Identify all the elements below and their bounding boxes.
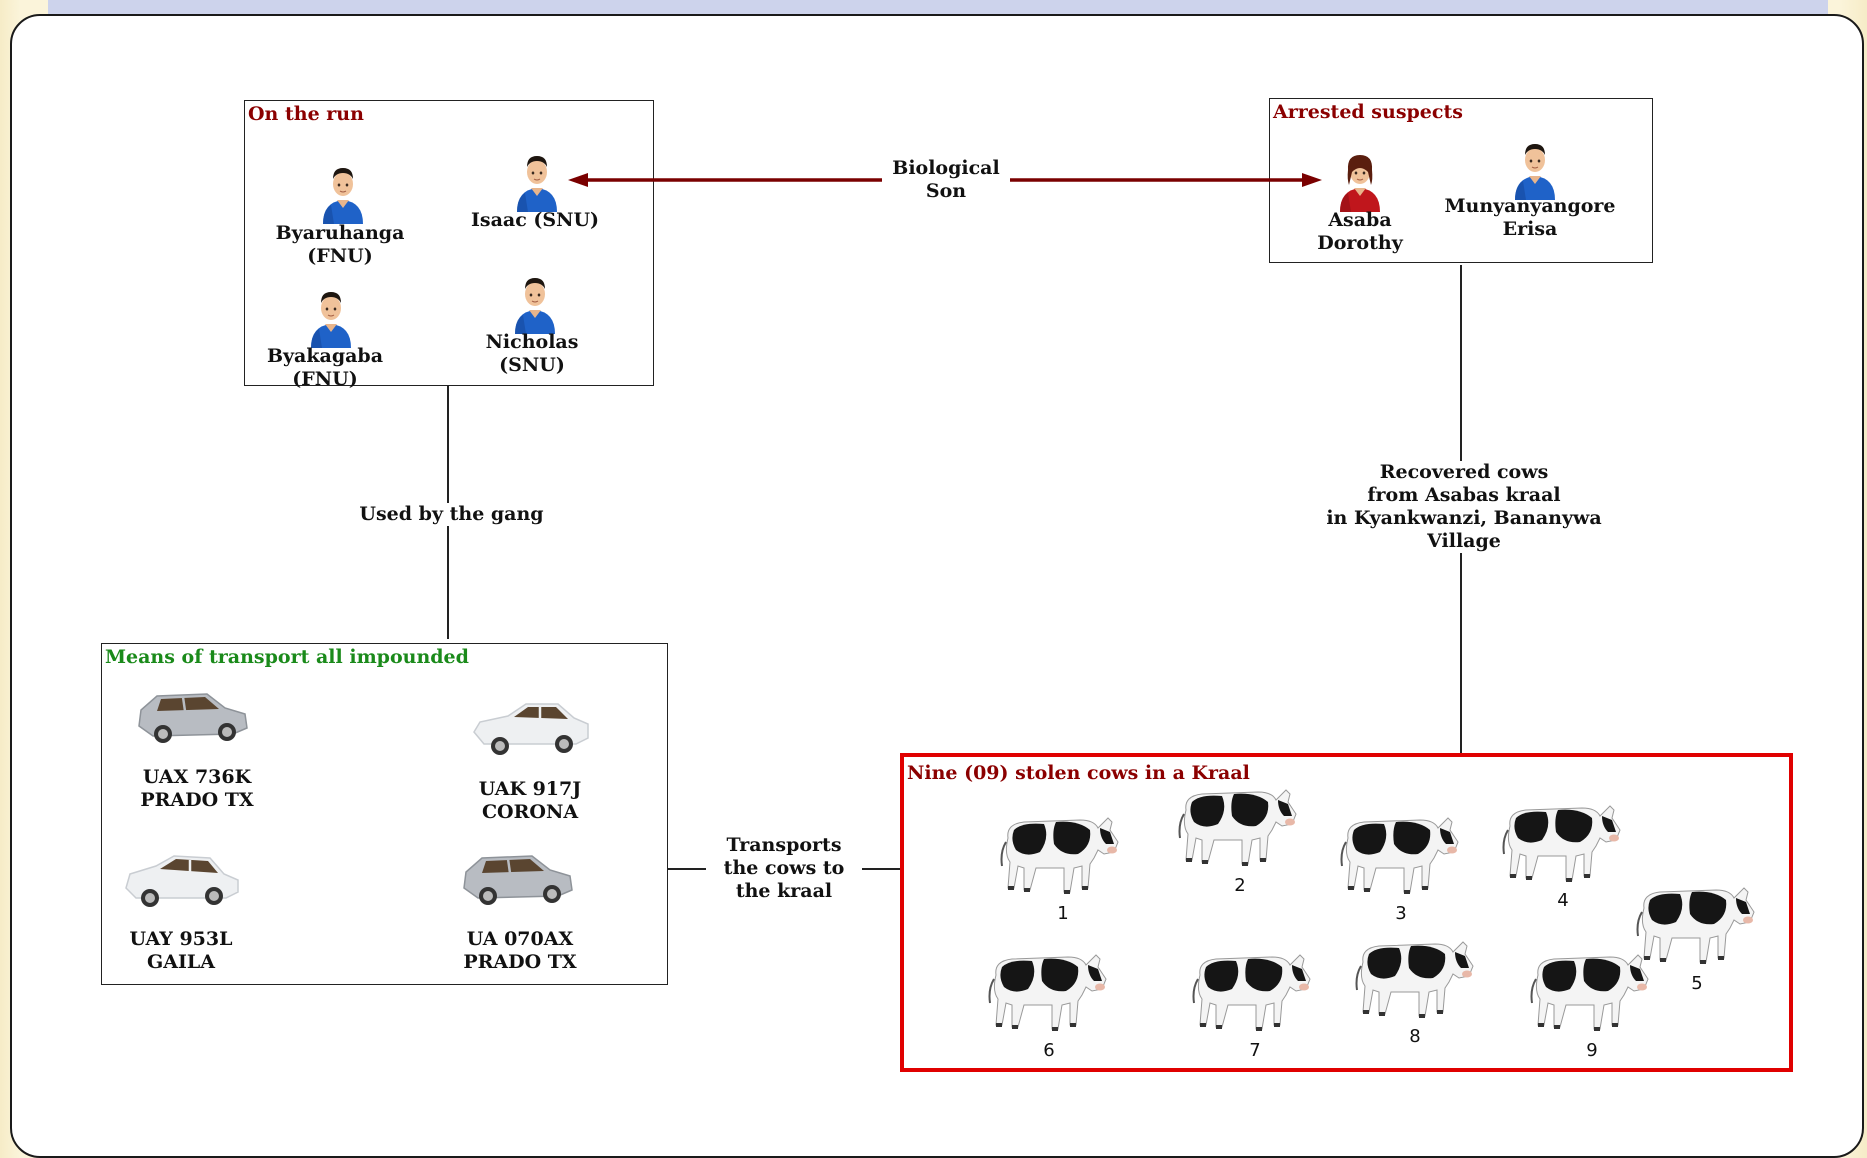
hatchback-icon: [120, 842, 242, 912]
cow-icon: [988, 945, 1110, 1039]
suv-icon: [133, 678, 255, 748]
person-name-nicholas: Nicholas (SNU): [485, 331, 579, 376]
biological-son-label: Biological Son: [882, 157, 1010, 203]
used-by-gang-label: Used by the gang: [340, 503, 563, 526]
cow-icon: [1340, 808, 1462, 902]
cow-number: 4: [1557, 890, 1569, 911]
cow-number: 3: [1395, 903, 1407, 924]
sedan-icon: [470, 690, 592, 760]
cow-icon: [1530, 945, 1652, 1039]
on-the-run-title: On the run: [248, 103, 364, 125]
kraal-title: Nine (09) stolen cows in a Kraal: [907, 762, 1250, 784]
cow-number: 7: [1249, 1040, 1261, 1061]
cow-icon: [1192, 945, 1314, 1039]
transports-label: Transports the cows to the kraal: [706, 834, 862, 903]
cow-number: 2: [1234, 875, 1246, 896]
suv-icon: [458, 840, 580, 910]
man-icon: [306, 288, 356, 348]
person-name-asaba: Asaba Dorothy: [1317, 209, 1403, 254]
vehicle-label: UAY 953L GAILA: [129, 928, 233, 973]
cow-icon: [1502, 796, 1624, 890]
man-icon: [318, 164, 368, 224]
person-name-byakagaba: Byakagaba (FNU): [266, 345, 384, 390]
cow-icon: [1355, 932, 1477, 1026]
vehicle-label: UAX 736K PRADO TX: [140, 766, 254, 811]
recovered-cows-label: Recovered cows from Asabas kraal in Kyan…: [1300, 461, 1628, 553]
person-name-isaac: Isaac (SNU): [470, 209, 600, 231]
cow-number: 1: [1057, 903, 1069, 924]
arrested-title: Arrested suspects: [1273, 101, 1463, 123]
person-name-byaruhanga: Byaruhanga (FNU): [275, 222, 405, 267]
cow-icon: [1636, 878, 1758, 972]
cow-number: 6: [1043, 1040, 1055, 1061]
transport-title: Means of transport all impounded: [105, 646, 469, 668]
man-icon: [1510, 140, 1560, 200]
cow-icon: [1000, 808, 1122, 902]
man-icon: [510, 274, 560, 334]
person-name-munyanyangore: Munyanyangore Erisa: [1444, 195, 1616, 240]
vehicle-label: UA 070AX PRADO TX: [463, 928, 577, 973]
vehicle-label: UAK 917J CORONA: [478, 778, 582, 823]
cow-icon: [1178, 780, 1300, 874]
cow-number: 5: [1691, 973, 1703, 994]
woman-icon: [1335, 152, 1385, 212]
cow-number: 8: [1409, 1026, 1421, 1047]
cow-number: 9: [1586, 1040, 1598, 1061]
man-icon: [512, 152, 562, 212]
